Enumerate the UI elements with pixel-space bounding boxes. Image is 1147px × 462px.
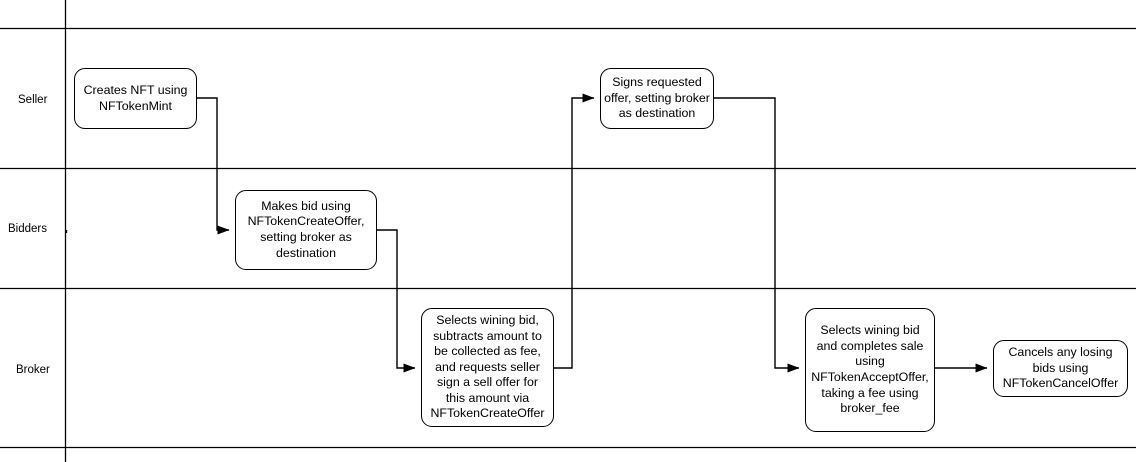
node-selects-wining-bid-requests-sign[interactable]: Selects wining bid, subtracts amount to …	[421, 308, 554, 427]
lane-label-seller: Seller	[18, 94, 48, 106]
node-cancels-losing-bids[interactable]: Cancels any losing bids using NFTokenCan…	[993, 340, 1128, 397]
node-creates-nft[interactable]: Creates NFT using NFTokenMint	[74, 68, 197, 129]
lane-label-bidders: Bidders	[8, 223, 47, 235]
node-makes-bid-label: Makes bid using NFTokenCreateOffer, sett…	[247, 198, 365, 260]
node-completes-sale[interactable]: Selects wining bid and completes sale us…	[805, 308, 935, 432]
bidders-dot-marker	[65, 230, 68, 233]
edge-n4-to-n5	[714, 97, 800, 373]
node-creates-nft-label: Creates NFT using NFTokenMint	[83, 82, 188, 113]
node-cancels-losing-bids-label: Cancels any losing bids using NFTokenCan…	[1002, 345, 1119, 391]
node-completes-sale-label: Selects wining bid and completes sale us…	[811, 323, 929, 416]
lane-label-broker: Broker	[16, 364, 50, 376]
edge-n3-to-n4	[554, 93, 595, 369]
edge-n2-to-n3	[377, 229, 416, 373]
node-signs-requested-offer-label: Signs requested offer, setting broker as…	[604, 75, 710, 121]
edge-n1-to-n2	[197, 97, 230, 235]
node-makes-bid[interactable]: Makes bid using NFTokenCreateOffer, sett…	[235, 190, 377, 270]
node-selects-wining-bid-requests-sign-label: Selects wining bid, subtracts amount to …	[430, 312, 545, 421]
node-signs-requested-offer[interactable]: Signs requested offer, setting broker as…	[600, 68, 714, 129]
